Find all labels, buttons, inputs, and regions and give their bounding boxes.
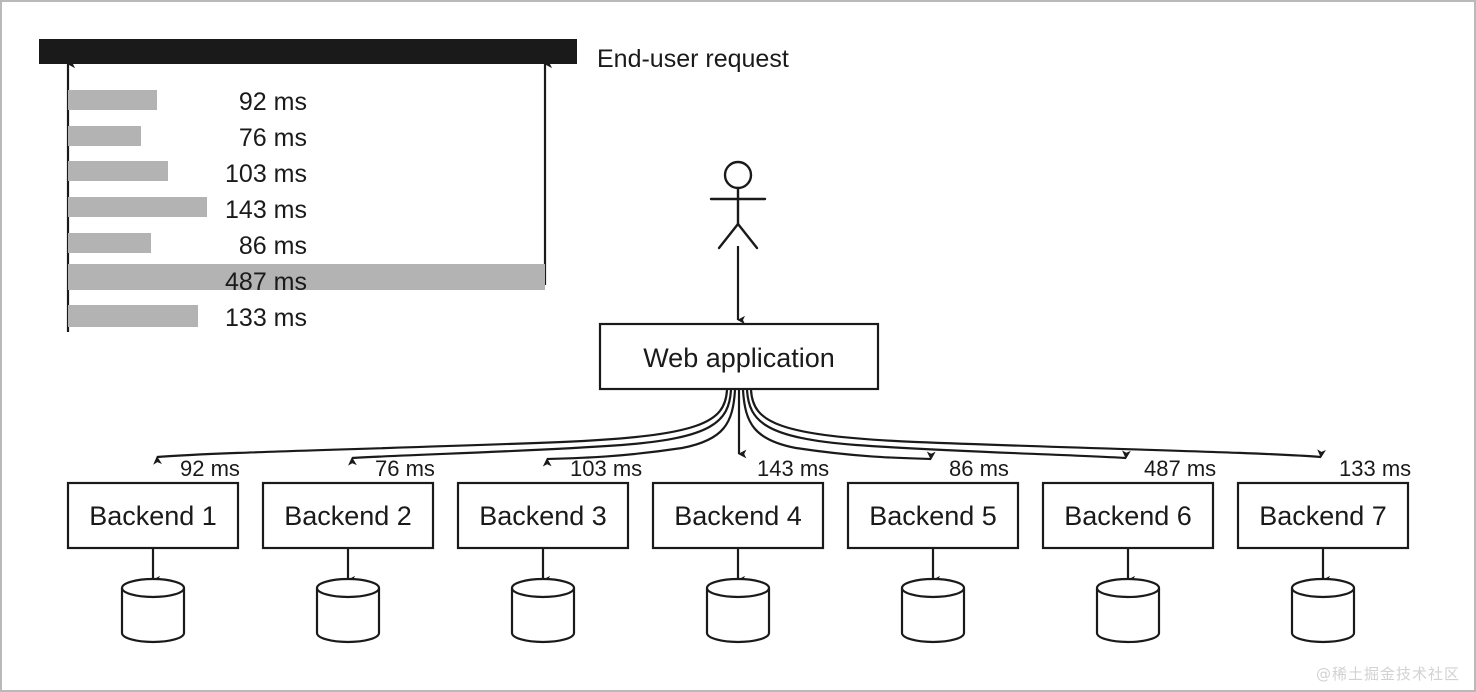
latency-bar-label: 76 ms (239, 124, 307, 152)
fanout-edge (542, 389, 737, 467)
web-application-box[interactable] (598, 322, 880, 391)
edge-latency-label: 76 ms (375, 456, 435, 481)
backend-label: Backend 2 (284, 501, 412, 531)
database-cylinder[interactable] (1095, 577, 1161, 644)
backend-box[interactable] (1041, 481, 1215, 550)
edge-latency-label: 103 ms (570, 456, 642, 481)
backend-to-database-arrows (151, 548, 1330, 585)
latency-bar-label: 103 ms (225, 160, 307, 188)
latency-bar-label: 143 ms (225, 196, 307, 224)
database-cylinder[interactable] (315, 577, 381, 644)
latency-bar (68, 233, 151, 253)
backend-label: Backend 3 (479, 501, 607, 531)
database-cylinder[interactable] (900, 577, 966, 644)
backend-label: Backend 1 (89, 501, 217, 531)
fanout-edge (348, 389, 733, 466)
latency-bar (68, 197, 207, 217)
user-actor-icon (709, 160, 767, 250)
latency-bar-label: 92 ms (239, 88, 307, 116)
latency-bar (68, 264, 545, 290)
database-cylinder[interactable] (1290, 577, 1356, 644)
latency-bar-label: 86 ms (239, 232, 307, 260)
database-cylinder[interactable] (510, 577, 576, 644)
total-request-label: End-user request (597, 45, 789, 73)
edge-latency-label: 86 ms (949, 456, 1009, 481)
latency-bar (68, 161, 168, 181)
edge-latency-label: 133 ms (1339, 456, 1411, 481)
database-cylinder[interactable] (120, 577, 186, 644)
backend-label: Backend 4 (674, 501, 802, 531)
latency-bar-label: 487 ms (225, 268, 307, 296)
fanout-edge (749, 389, 1326, 459)
fanout-edges (153, 389, 1326, 467)
backend-label: Backend 7 (1259, 501, 1387, 531)
edge-latency-label: 92 ms (180, 456, 240, 481)
database-cylinder[interactable] (705, 577, 771, 644)
latency-bar (68, 126, 141, 146)
latency-bar (68, 90, 157, 110)
backend-box[interactable] (66, 481, 240, 550)
backend-box[interactable] (846, 481, 1020, 550)
edge-latency-label: 487 ms (1144, 456, 1216, 481)
fanout-edge (741, 389, 936, 461)
backend-label: Backend 5 (869, 501, 997, 531)
total-request-bar (39, 39, 577, 64)
latency-bar (68, 305, 198, 327)
backend-label: Backend 6 (1064, 501, 1192, 531)
watermark-text: @稀土掘金技术社区 (1315, 665, 1460, 683)
latency-bar-group (68, 90, 545, 327)
latency-bar-label: 133 ms (225, 304, 307, 332)
edge-latency-label: 143 ms (757, 456, 829, 481)
fanout-edge (745, 389, 1131, 460)
web-application-label: Web application (643, 343, 835, 373)
backend-box[interactable] (456, 481, 630, 550)
fanout-edge (153, 389, 729, 465)
backend-box[interactable] (261, 481, 435, 550)
